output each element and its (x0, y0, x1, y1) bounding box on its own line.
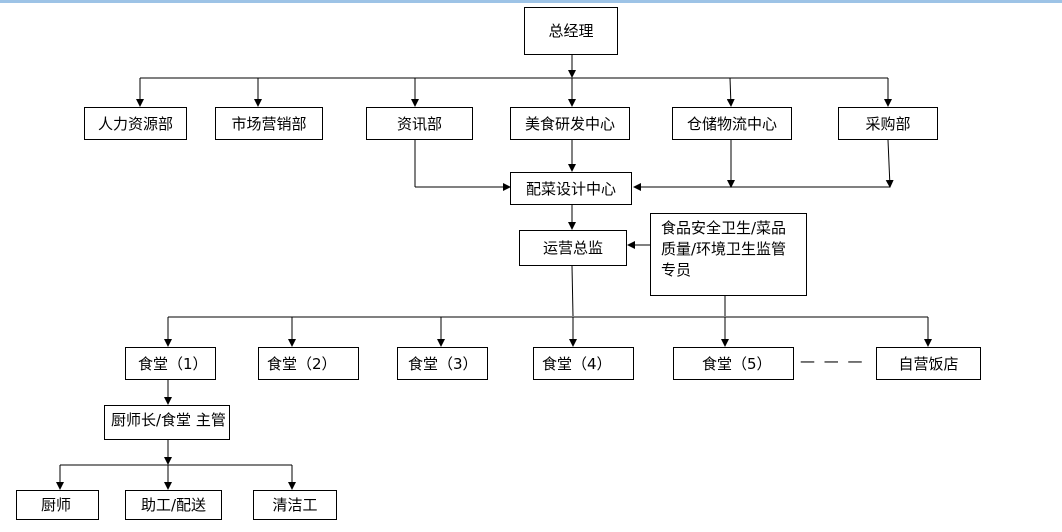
dept-logistics: 仓储物流中心 (672, 107, 792, 140)
dept-marketing: 市场营销部 (215, 107, 323, 140)
canteen-1: 食堂（1） (125, 347, 216, 380)
operations-director-box: 运营总监 (519, 230, 627, 266)
menu-design-center-box: 配菜设计中心 (510, 172, 632, 205)
canteen-4: 食堂（4） (533, 347, 634, 380)
canteen-2: 食堂（2） (258, 347, 359, 380)
canteen-3: 食堂（3） (397, 347, 488, 380)
top-border (0, 0, 1062, 3)
dept-food-rd: 美食研发中心 (510, 107, 630, 140)
chef-manager-box: 厨师长/食堂 主管 (104, 405, 230, 440)
staff-chef: 厨师 (16, 490, 99, 520)
staff-assistant-delivery: 助工/配送 (125, 490, 222, 520)
dept-it: 资讯部 (366, 107, 473, 140)
safety-inspector-box: 食品安全卫生/菜品质量/环境卫生监管专员 (650, 213, 807, 296)
more-canteens-ellipsis: — — — (800, 352, 865, 370)
dept-hr: 人力资源部 (84, 107, 187, 140)
staff-cleaner: 清洁工 (253, 490, 337, 520)
dept-purchasing: 采购部 (838, 107, 938, 140)
ceo-box: 总经理 (524, 7, 618, 55)
canteen-5: 食堂（5） (673, 347, 794, 380)
self-run-restaurant: 自营饭店 (876, 347, 981, 380)
